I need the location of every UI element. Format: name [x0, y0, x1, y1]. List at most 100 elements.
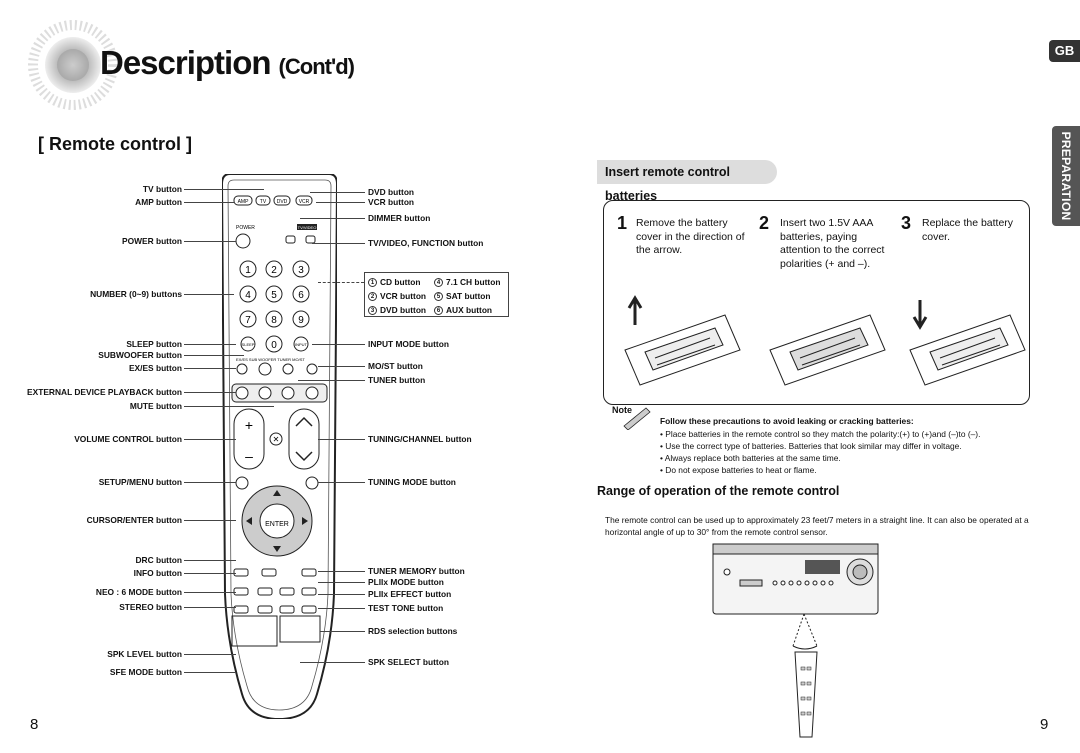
- label-exes-button: EX/ES button: [128, 363, 182, 373]
- svg-text:VCR: VCR: [299, 199, 310, 205]
- label-volume-button: VOLUME CONTROL button: [74, 434, 182, 444]
- insert-batteries-box: [603, 200, 1030, 405]
- range-text: The remote control can be used up to app…: [605, 515, 1029, 537]
- label-stereo-button: STEREO button: [119, 602, 182, 612]
- step-2-text: Insert two 1.5V AAA batteries, paying at…: [780, 217, 885, 270]
- label-tv-button: TV button: [142, 184, 182, 194]
- svg-text:0: 0: [271, 340, 277, 351]
- label-number-buttons: NUMBER (0~9) buttons: [90, 289, 182, 299]
- note-item: Place batteries in the remote control so…: [660, 428, 980, 440]
- battery-step1-illustration: [624, 295, 741, 386]
- label-setup-menu-button: SETUP/MENU button: [98, 477, 182, 487]
- leader-line: [184, 392, 236, 393]
- leader-line: [316, 202, 365, 203]
- svg-text:5: 5: [271, 290, 277, 301]
- svg-text:8: 8: [271, 315, 277, 326]
- leader-line: [318, 366, 365, 367]
- svg-text:EX/ES SUB WOOFER TUNER MO/ST: EX/ES SUB WOOFER TUNER MO/ST: [236, 357, 305, 362]
- svg-text:1: 1: [245, 265, 251, 276]
- leader-line: [184, 592, 236, 593]
- step-3-number: 3: [901, 213, 912, 233]
- page-number-left: 8: [30, 716, 39, 733]
- leader-line: [312, 344, 365, 345]
- svg-text:TV: TV: [260, 199, 267, 205]
- svg-text:4: 4: [245, 290, 251, 301]
- step-2-number: 2: [759, 213, 770, 233]
- step-3-text: Replace the battery cover.: [922, 217, 1014, 243]
- leader-line: [184, 368, 236, 369]
- svg-text:2: 2: [271, 265, 277, 276]
- leader-line: [184, 189, 264, 190]
- leader-line: [184, 439, 236, 440]
- leader-line: [184, 406, 274, 407]
- insert-batteries-heading: Insert remote control batteries: [597, 160, 777, 203]
- label-power-button: POWER button: [121, 236, 182, 246]
- label-tvvideo-function-button: TV/VIDEO, FUNCTION button: [368, 238, 484, 248]
- label-sleep-button: SLEEP button: [126, 339, 182, 349]
- language-tab: GB: [1049, 40, 1080, 62]
- label-tuning-channel-button: TUNING/CHANNEL button: [368, 434, 472, 444]
- label-neo6-button: NEO : 6 MODE button: [95, 587, 182, 597]
- label-info-button: INFO button: [133, 568, 182, 578]
- note-list: Place batteries in the remote control so…: [660, 428, 981, 476]
- label-cursor-enter-button: CURSOR/ENTER button: [86, 515, 182, 525]
- label-tuner-memory-button: TUNER MEMORY button: [368, 566, 465, 576]
- step-1-number: 1: [617, 213, 628, 233]
- battery-step2-illustration: [769, 314, 886, 386]
- leader-line: [318, 439, 365, 440]
- section-side-tab: PREPARATION: [1052, 126, 1080, 226]
- label-vcr-button: VCR button: [368, 197, 415, 207]
- svg-text:3: 3: [298, 265, 304, 276]
- leader-line: [184, 573, 236, 574]
- label-test-tone-button: TEST TONE button: [368, 603, 444, 613]
- leader-line: [184, 654, 236, 655]
- leader-line: [184, 355, 244, 356]
- note-pencil-icon: [623, 407, 651, 430]
- label-external-playback-button: EXTERNAL DEVICE PLAYBACK button: [27, 387, 182, 397]
- svg-text:7: 7: [245, 315, 251, 326]
- label-most-button: MO/ST button: [368, 361, 423, 371]
- number-function-box: [364, 272, 509, 317]
- leader-line: [184, 672, 236, 673]
- label-tuner-button: TUNER button: [368, 375, 426, 385]
- label-pliix-mode-button: PLIIx MODE button: [368, 577, 444, 587]
- svg-text:9: 9: [298, 315, 304, 326]
- label-amp-button: AMP button: [135, 197, 182, 207]
- svg-text:+: +: [245, 417, 253, 433]
- leader-line: [184, 482, 236, 483]
- leader-line: [318, 594, 365, 595]
- label-mute-button: MUTE button: [129, 401, 182, 411]
- label-pliix-effect-button: PLIIx EFFECT button: [368, 589, 452, 599]
- label-subwoofer-button: SUBWOOFER button: [98, 350, 182, 360]
- note-item: Do not expose batteries to heat or flame…: [660, 464, 980, 476]
- label-spk-level-button: SPK LEVEL button: [107, 649, 182, 659]
- leader-line: [312, 243, 365, 244]
- svg-text:✕: ✕: [273, 435, 280, 444]
- leader-line: [300, 662, 365, 663]
- svg-text:ENTER: ENTER: [265, 521, 289, 528]
- battery-step3-illustration: [909, 300, 1026, 386]
- leader-line: [298, 380, 365, 381]
- receiver-range-illustration: [712, 543, 879, 738]
- note-item: Always replace both batteries at the sam…: [660, 452, 980, 464]
- leader-line: [310, 192, 365, 193]
- label-input-mode-button: INPUT MODE button: [368, 339, 449, 349]
- page-number-right: 9: [1040, 716, 1049, 733]
- leader-line: [318, 482, 365, 483]
- leader-line: [184, 294, 234, 295]
- leader-line: [184, 202, 234, 203]
- svg-text:AMP: AMP: [238, 199, 250, 205]
- page-title: Description(Cont'd): [100, 44, 355, 81]
- leader-line: [318, 571, 365, 572]
- leader-line: [318, 582, 365, 583]
- label-spk-select-button: SPK SELECT button: [368, 657, 449, 667]
- label-rds-selection-buttons: RDS selection buttons: [368, 626, 458, 636]
- leader-line: [318, 282, 364, 283]
